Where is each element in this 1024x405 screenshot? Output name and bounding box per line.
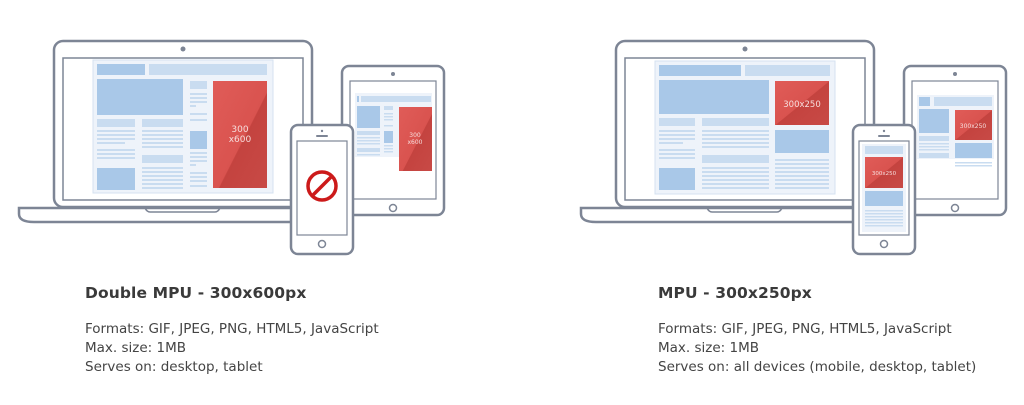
svg-text:300x250: 300x250 bbox=[960, 123, 987, 130]
ad-unit-mpu: 300x250 300x250 bbox=[562, 0, 1024, 405]
phone-icon bbox=[289, 123, 355, 256]
svg-text:300x250: 300x250 bbox=[783, 100, 820, 110]
spec-serves-on: Serves on: all devices (mobile, desktop,… bbox=[658, 359, 977, 375]
tablet-ad-slot bbox=[955, 110, 992, 140]
phone-icon: 300x250 bbox=[851, 123, 917, 256]
spec-formats: Formats: GIF, JPEG, PNG, HTML5, JavaScri… bbox=[658, 321, 952, 337]
ad-slot-300x600 bbox=[213, 81, 267, 188]
svg-text:x600: x600 bbox=[229, 135, 252, 145]
svg-text:x600: x600 bbox=[407, 139, 422, 146]
ad-unit-title: MPU - 300x250px bbox=[658, 284, 812, 302]
tablet-icon: 300x250 bbox=[902, 64, 1008, 217]
ad-unit-specs: Formats: GIF, JPEG, PNG, HTML5, JavaScri… bbox=[658, 320, 976, 377]
prohibited-icon bbox=[306, 170, 338, 202]
spec-serves-on: Serves on: desktop, tablet bbox=[85, 359, 263, 375]
svg-text:300: 300 bbox=[409, 132, 421, 139]
svg-text:300: 300 bbox=[231, 125, 248, 135]
tablet-ad-slot bbox=[399, 107, 432, 171]
ad-slot-300x250 bbox=[775, 81, 829, 125]
mobile-ad-slot bbox=[865, 157, 903, 188]
ad-unit-specs: Formats: GIF, JPEG, PNG, HTML5, JavaScri… bbox=[85, 320, 379, 377]
svg-text:300x250: 300x250 bbox=[872, 171, 897, 177]
spec-max-size: Max. size: 1MB bbox=[658, 340, 760, 356]
laptop-icon: 300x250 bbox=[579, 39, 876, 224]
spec-max-size: Max. size: 1MB bbox=[85, 340, 187, 356]
tablet-icon: 300 x600 bbox=[340, 64, 446, 217]
ad-unit-title: Double MPU - 300x600px bbox=[85, 284, 307, 302]
device-illustration-mpu: 300x250 300x250 bbox=[579, 39, 1008, 256]
device-illustration-double-mpu: 300 x600 300 x600 bbox=[17, 39, 446, 256]
spec-formats: Formats: GIF, JPEG, PNG, HTML5, JavaScri… bbox=[85, 321, 379, 337]
laptop-icon: 300 x600 bbox=[17, 39, 314, 224]
ad-unit-double-mpu: 300 x600 300 x600 bbox=[0, 0, 480, 405]
